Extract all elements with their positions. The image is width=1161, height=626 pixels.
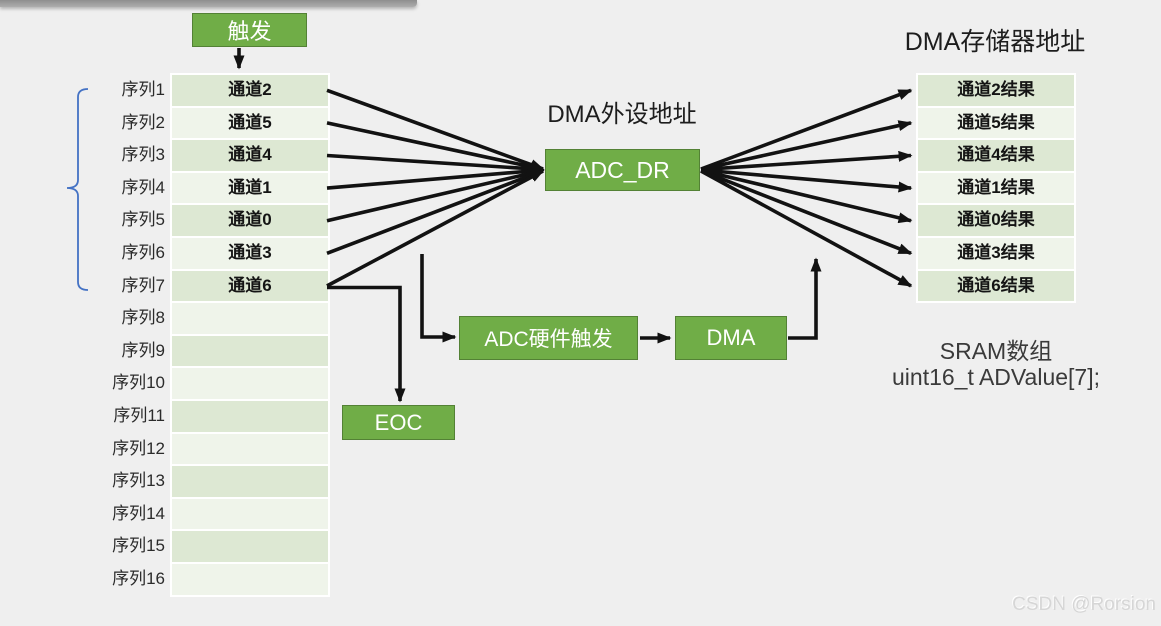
sequence-label: 序列6 [121,242,165,262]
sequence-label: 序列5 [121,210,165,230]
channel-cell-empty [172,303,328,334]
adc-hardware-trigger-box: ADC硬件触发 [459,316,638,360]
result-cell: 通道0结果 [918,205,1074,236]
sequence-label: 序列9 [121,340,165,360]
window-top-bar [0,0,417,7]
channel-cell-empty [172,335,328,367]
result-cell: 通道1结果 [918,172,1074,204]
sequence-label: 序列13 [112,471,165,491]
channel-cell-empty [172,433,328,465]
adc-dr-box: ADC_DR [545,149,700,191]
channel-cell: 通道0 [172,205,328,236]
sequence-label: 序列3 [121,145,165,165]
sequence-label: 序列15 [112,536,165,556]
dma-box: DMA [675,316,787,360]
sequence-label: 序列8 [121,308,165,328]
channel-cell: 通道2 [172,75,328,106]
csdn-watermark: CSDN @Rorsion [1012,594,1156,615]
sequence-label: 序列12 [112,438,165,458]
result-cell: 通道4结果 [918,140,1074,171]
result-cell: 通道6结果 [918,270,1074,302]
sequence-label: 序列11 [113,405,165,425]
channel-cell: 通道3 [172,237,328,269]
sequence-label: 序列2 [121,112,165,132]
channel-cell-empty [172,466,328,497]
channel-cell-empty [172,400,328,432]
channel-sequence-table: 通道2 通道5 通道4 通道1 通道0 通道3 通道6 [170,73,330,597]
result-table: 通道2结果 通道5结果 通道4结果 通道1结果 通道0结果 通道3结果 通道6结… [916,73,1076,304]
channel-cell-empty [172,563,328,595]
sram-declaration-label: uint16_t ADValue[7]; [892,364,1100,390]
channel-cell: 通道1 [172,172,328,204]
result-cell: 通道3结果 [918,237,1074,269]
sequence-label: 序列7 [121,275,165,295]
sram-array-label: SRAM数组 [939,338,1053,364]
dma-memory-address-label: DMA存储器地址 [904,28,1086,56]
channel-cell: 通道6 [172,270,328,302]
dma-peripheral-address-label: DMA外设地址 [547,101,697,128]
channel-cell: 通道5 [172,107,328,139]
trigger-box: 触发 [192,13,307,47]
sequence-label-column: 序列1 序列2 序列3 序列4 序列5 序列6 序列7 序列8 序列9 序列10… [55,75,165,595]
channel-cell: 通道4 [172,140,328,171]
sequence-label: 序列1 [121,80,165,99]
result-cell: 通道2结果 [918,75,1074,106]
channel-cell-empty [172,368,328,399]
sequence-label: 序列4 [121,177,165,197]
result-cell: 通道5结果 [918,107,1074,139]
channel-cell-empty [172,498,328,530]
sequence-label: 序列10 [112,373,165,393]
sequence-label: 序列14 [112,503,165,523]
channel-cell-empty [172,531,328,562]
sequence-label: 序列16 [112,568,165,588]
eoc-box: EOC [342,405,455,440]
